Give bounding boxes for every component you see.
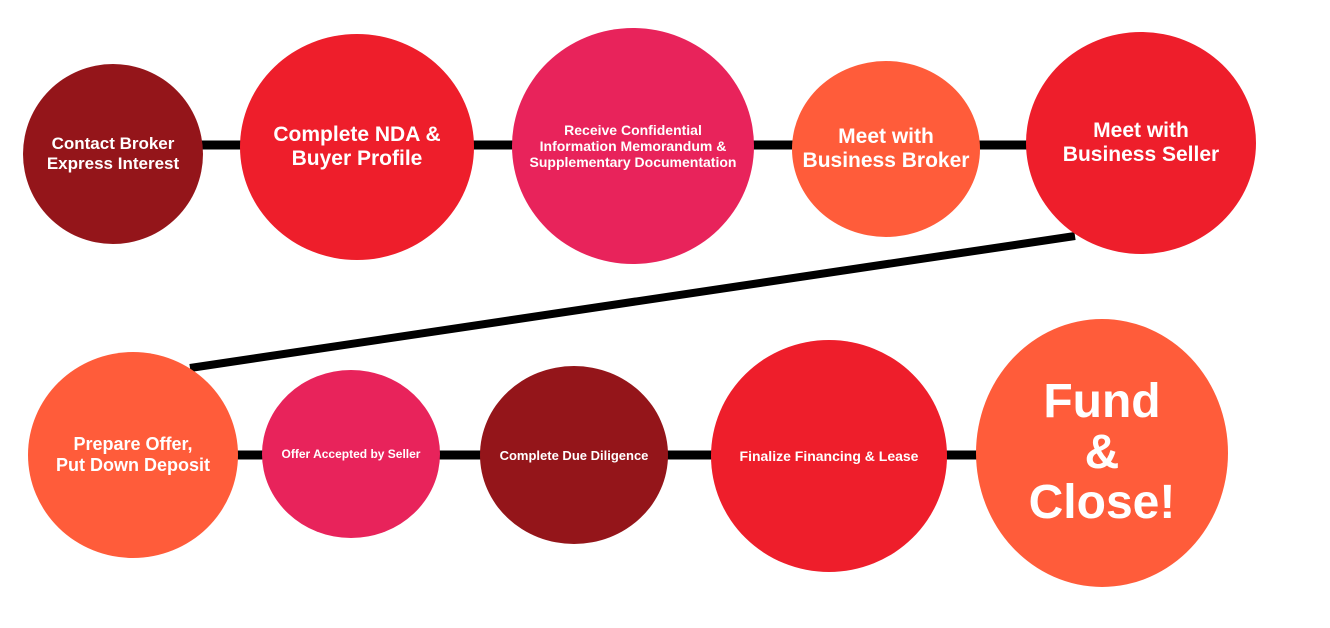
- step-label: Contact Broker Express Interest: [46, 134, 180, 173]
- step-label: Offer Accepted by Seller: [281, 447, 421, 461]
- step-label: Complete NDA & Buyer Profile: [273, 123, 441, 170]
- step-fund-close: Fund & Close!: [976, 319, 1228, 587]
- connector-diagonal: [189, 232, 1076, 372]
- step-meet-seller: Meet with Business Seller: [1026, 32, 1256, 254]
- step-contact-broker: Contact Broker Express Interest: [23, 64, 203, 244]
- step-offer-accepted: Offer Accepted by Seller: [262, 370, 440, 538]
- step-prepare-offer: Prepare Offer, Put Down Deposit: [28, 352, 238, 558]
- step-receive-cim: Receive Confidential Information Memoran…: [512, 28, 754, 264]
- step-label: Prepare Offer, Put Down Deposit: [56, 434, 210, 475]
- step-label: Complete Due Diligence: [499, 447, 649, 463]
- step-label: Meet with Business Broker: [802, 125, 970, 172]
- step-label: Finalize Financing & Lease: [739, 448, 919, 464]
- step-label: Fund & Close!: [1028, 375, 1176, 530]
- step-meet-broker: Meet with Business Broker: [792, 61, 980, 237]
- step-label: Receive Confidential Information Memoran…: [529, 122, 737, 170]
- step-label: Meet with Business Seller: [1062, 119, 1220, 166]
- step-complete-nda: Complete NDA & Buyer Profile: [240, 34, 474, 260]
- step-due-diligence: Complete Due Diligence: [480, 366, 668, 544]
- step-finalize-financing: Finalize Financing & Lease: [711, 340, 947, 572]
